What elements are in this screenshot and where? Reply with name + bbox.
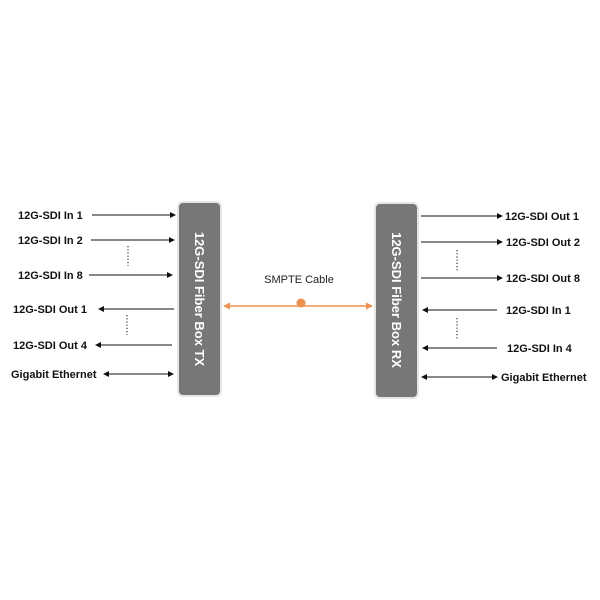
cable-connector-dot — [296, 298, 306, 308]
rx-port-label: 12G-SDI Out 2 — [506, 237, 580, 249]
rx-port-label: 12G-SDI In 1 — [506, 305, 571, 317]
rx-port-label: 12G-SDI In 4 — [507, 343, 573, 355]
tx-port-label: 12G-SDI In 1 — [18, 210, 83, 222]
rx-box: 12G-SDI Fiber Box RX — [374, 202, 419, 399]
tx-port-label: 12G-SDI In 8 — [18, 270, 83, 282]
tx-box: 12G-SDI Fiber Box TX — [177, 201, 222, 397]
rx-port-label: Gigabit Ethernet — [501, 372, 587, 384]
rx-port-label: 12G-SDI Out 1 — [505, 211, 579, 223]
tx-port-label: 12G-SDI Out 4 — [13, 340, 88, 352]
tx-port-label: Gigabit Ethernet — [11, 369, 97, 381]
tx-port-label: 12G-SDI Out 1 — [13, 304, 87, 316]
rx-port-label: 12G-SDI Out 8 — [506, 273, 580, 285]
tx-port-label: 12G-SDI In 2 — [18, 235, 83, 247]
rx-box-title: 12G-SDI Fiber Box RX — [389, 232, 404, 368]
smpte-cable-label: SMPTE Cable — [264, 274, 334, 286]
tx-box-title: 12G-SDI Fiber Box TX — [192, 232, 207, 367]
